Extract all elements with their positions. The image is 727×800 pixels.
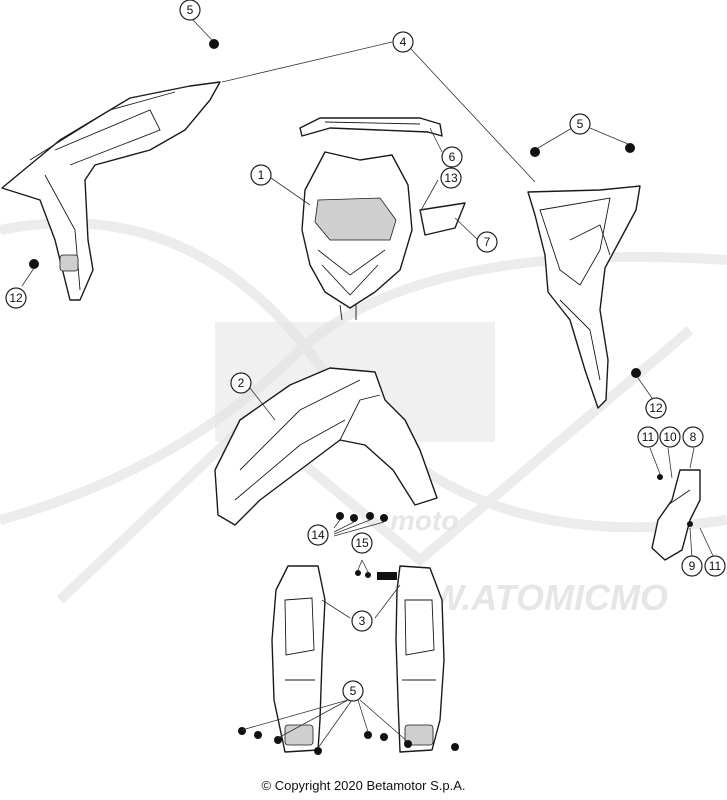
callout-14: 14	[307, 524, 329, 546]
callout-12-left: 12	[5, 287, 27, 309]
callout-4: 3	[351, 610, 373, 632]
callout-7: 7	[476, 231, 498, 253]
headlight-top-strip	[299, 117, 443, 137]
callout-12-right: 12	[645, 397, 667, 419]
svg-text:4: 4	[400, 35, 407, 49]
fasteners	[29, 39, 693, 755]
svg-text:1: 1	[258, 168, 265, 182]
callout-13: 13	[440, 167, 462, 189]
svg-text:9: 9	[689, 559, 696, 573]
headlight-mask	[301, 151, 413, 321]
svg-text:13: 13	[444, 171, 458, 185]
bracket	[651, 469, 701, 561]
svg-text:5: 5	[577, 117, 584, 131]
svg-text:8: 8	[690, 430, 697, 444]
callout-11-bottom: 11	[704, 555, 726, 577]
svg-text:6: 6	[449, 150, 456, 164]
callout-5-bottom: 5	[342, 680, 364, 702]
callout-5-top: 5	[179, 0, 201, 21]
front-fender	[214, 367, 438, 526]
callout-2: 2	[230, 372, 252, 394]
svg-text:7: 7	[484, 235, 491, 249]
svg-text:2: 2	[238, 376, 245, 390]
callout-8: 8	[682, 426, 704, 448]
callout-5-right: 5	[569, 113, 591, 135]
callout-11-top: 11	[637, 426, 659, 448]
callout-15: 15	[351, 532, 373, 554]
side-tab	[419, 202, 466, 236]
callout-1: 1	[250, 164, 272, 186]
watermark-logo-text: moto	[390, 505, 458, 536]
svg-text:12: 12	[9, 291, 23, 305]
left-radiator-shroud	[1, 81, 221, 301]
svg-text:11: 11	[642, 430, 655, 444]
svg-text:3: 3	[359, 614, 366, 628]
svg-text:10: 10	[663, 430, 677, 444]
callout-6: 6	[441, 146, 463, 168]
watermark-url-text: W.ATOMICMO	[430, 577, 668, 618]
right-fork-guard	[395, 565, 445, 753]
right-radiator-shroud	[527, 185, 641, 409]
svg-text:15: 15	[355, 536, 369, 550]
left-fork-guard	[271, 565, 326, 753]
copyright-notice: © Copyright 2020 Betamotor S.p.A.	[261, 778, 466, 793]
svg-text:14: 14	[311, 528, 325, 542]
callout-10: 10	[659, 426, 681, 448]
svg-text:5: 5	[350, 684, 357, 698]
svg-text:12: 12	[649, 401, 663, 415]
svg-text:5: 5	[187, 3, 194, 17]
leader-lines	[21, 17, 715, 749]
callout-3: 4	[392, 31, 414, 53]
callout-9: 9	[681, 555, 703, 577]
svg-text:11: 11	[709, 559, 722, 573]
